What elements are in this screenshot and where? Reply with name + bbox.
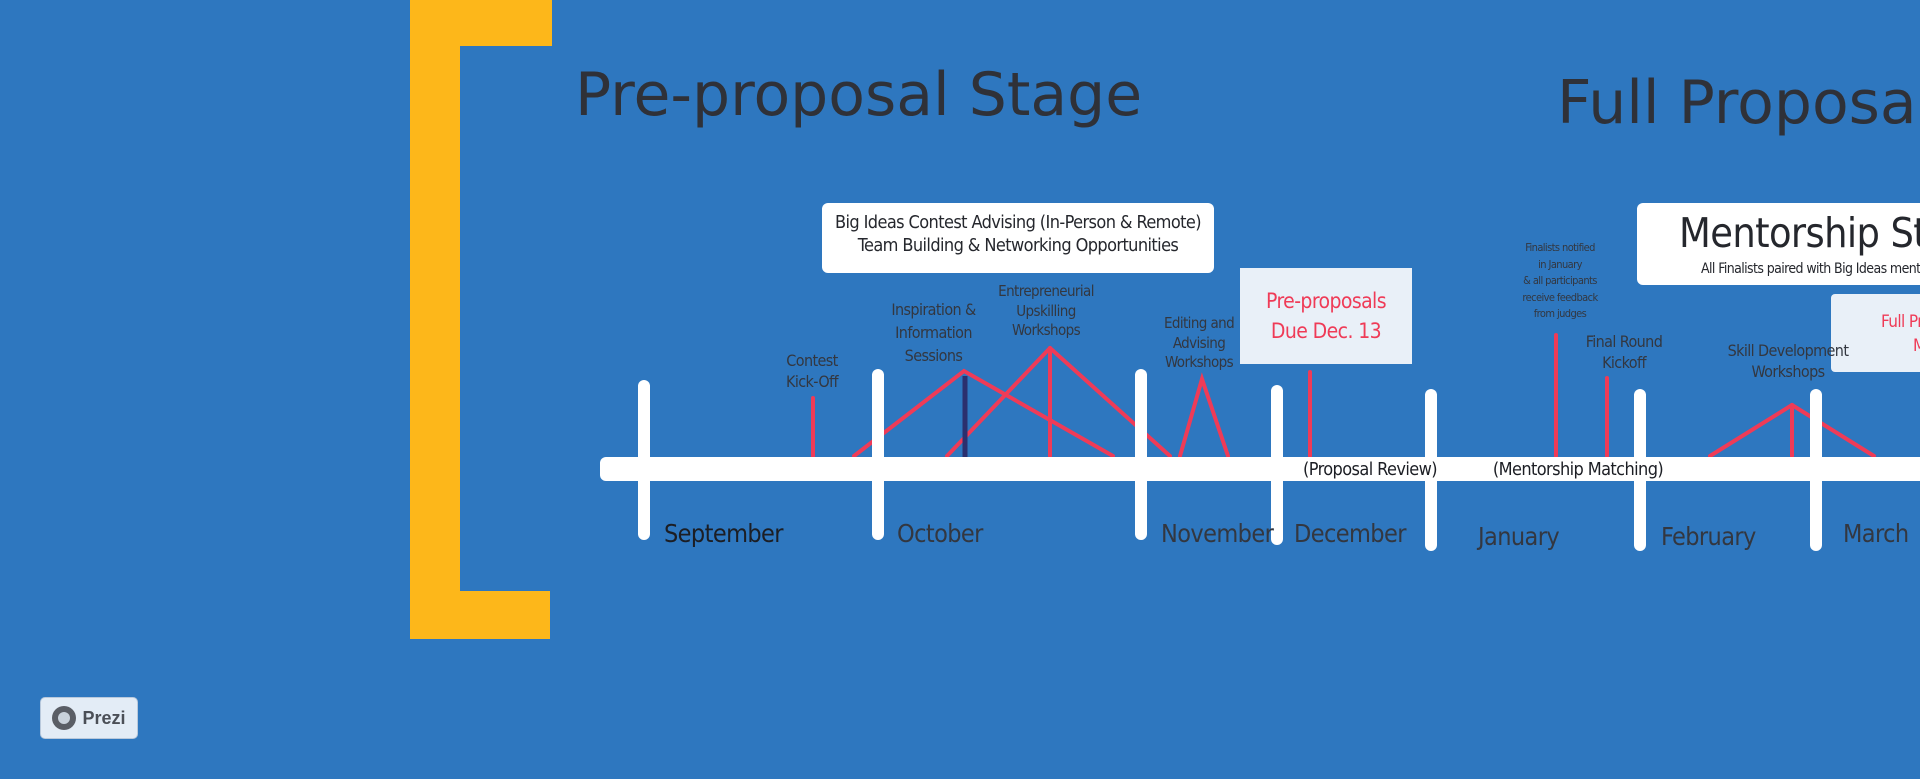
event-final-round-kickoff: Final Round Kickoff [1585,332,1663,372]
bracket-top-bar [410,0,552,46]
event-inspiration-sessions: Inspiration & Information Sessions [891,300,976,366]
event-upskilling-workshops: Entrepreneurial Upskilling Workshops [998,282,1094,339]
tick-september [638,380,650,540]
tick-october [872,369,884,540]
mentorship-stage-title: Mentorship Stag [1679,209,1920,257]
month-label: December [1294,519,1406,548]
month-label: February [1661,522,1756,551]
full-box-line-1: Full Pr [1881,312,1920,332]
proposal-review-label: (Proposal Review) [1303,459,1438,480]
full-box-line-2: M [1913,336,1920,356]
tick-january [1425,389,1437,551]
preproposal-deadline-box: Pre-proposals Due Dec. 13 [1240,268,1412,364]
event-editing-workshops: Editing and Advising Workshops [1163,314,1235,371]
full-proposal-deadline-box: Full Pr M [1831,294,1920,372]
month-label: November [1161,519,1274,548]
pre-proposal-stage-title: Pre-proposal Stage [575,60,1143,130]
advising-info-box: Big Ideas Contest Advising (In-Person & … [822,203,1214,273]
upskilling-line-right [1048,346,1172,458]
event-finalists-notified: Finalists notified in January & all part… [1522,241,1598,320]
mentorship-stage-box: Mentorship Stag All Finalists paired wit… [1637,203,1920,285]
tick-december [1271,385,1283,545]
event-contest-kickoff: Contest Kick-Off [786,351,839,391]
advising-line-1: Big Ideas Contest Advising (In-Person & … [834,212,1202,233]
full-proposal-stage-title: Full Proposal [1557,68,1920,138]
tick-march [1810,389,1822,551]
month-label: October [897,519,983,548]
prezi-badge-label: Prezi [82,707,126,728]
mentorship-stage-subtitle: All Finalists paired with Big Ideas ment [1701,261,1920,277]
mentorship-matching-label: (Mentorship Matching) [1492,459,1664,480]
tick-february [1634,389,1646,551]
timeline-bar [600,457,1920,481]
deadline-line-2: Due Dec. 13 [1270,319,1382,344]
advising-line-2: Team Building & Networking Opportunities [857,235,1179,257]
deadline-line-1: Pre-proposals [1266,289,1387,313]
month-label: September [664,519,784,548]
skill-dev-line-left [1708,403,1794,458]
event-skill-development: Skill Development Workshops [1727,341,1849,381]
tick-november [1135,369,1147,540]
prezi-badge[interactable]: Prezi [40,697,138,739]
inspiration-lines [852,368,1115,458]
month-label: March [1843,519,1909,548]
skill-dev-line-right [1790,403,1876,458]
prezi-logo-icon [52,706,77,730]
bracket-bottom-bar [410,591,550,639]
month-label: January [1478,522,1560,551]
editing-lines [1178,372,1230,458]
bracket-left-bar [410,0,460,639]
